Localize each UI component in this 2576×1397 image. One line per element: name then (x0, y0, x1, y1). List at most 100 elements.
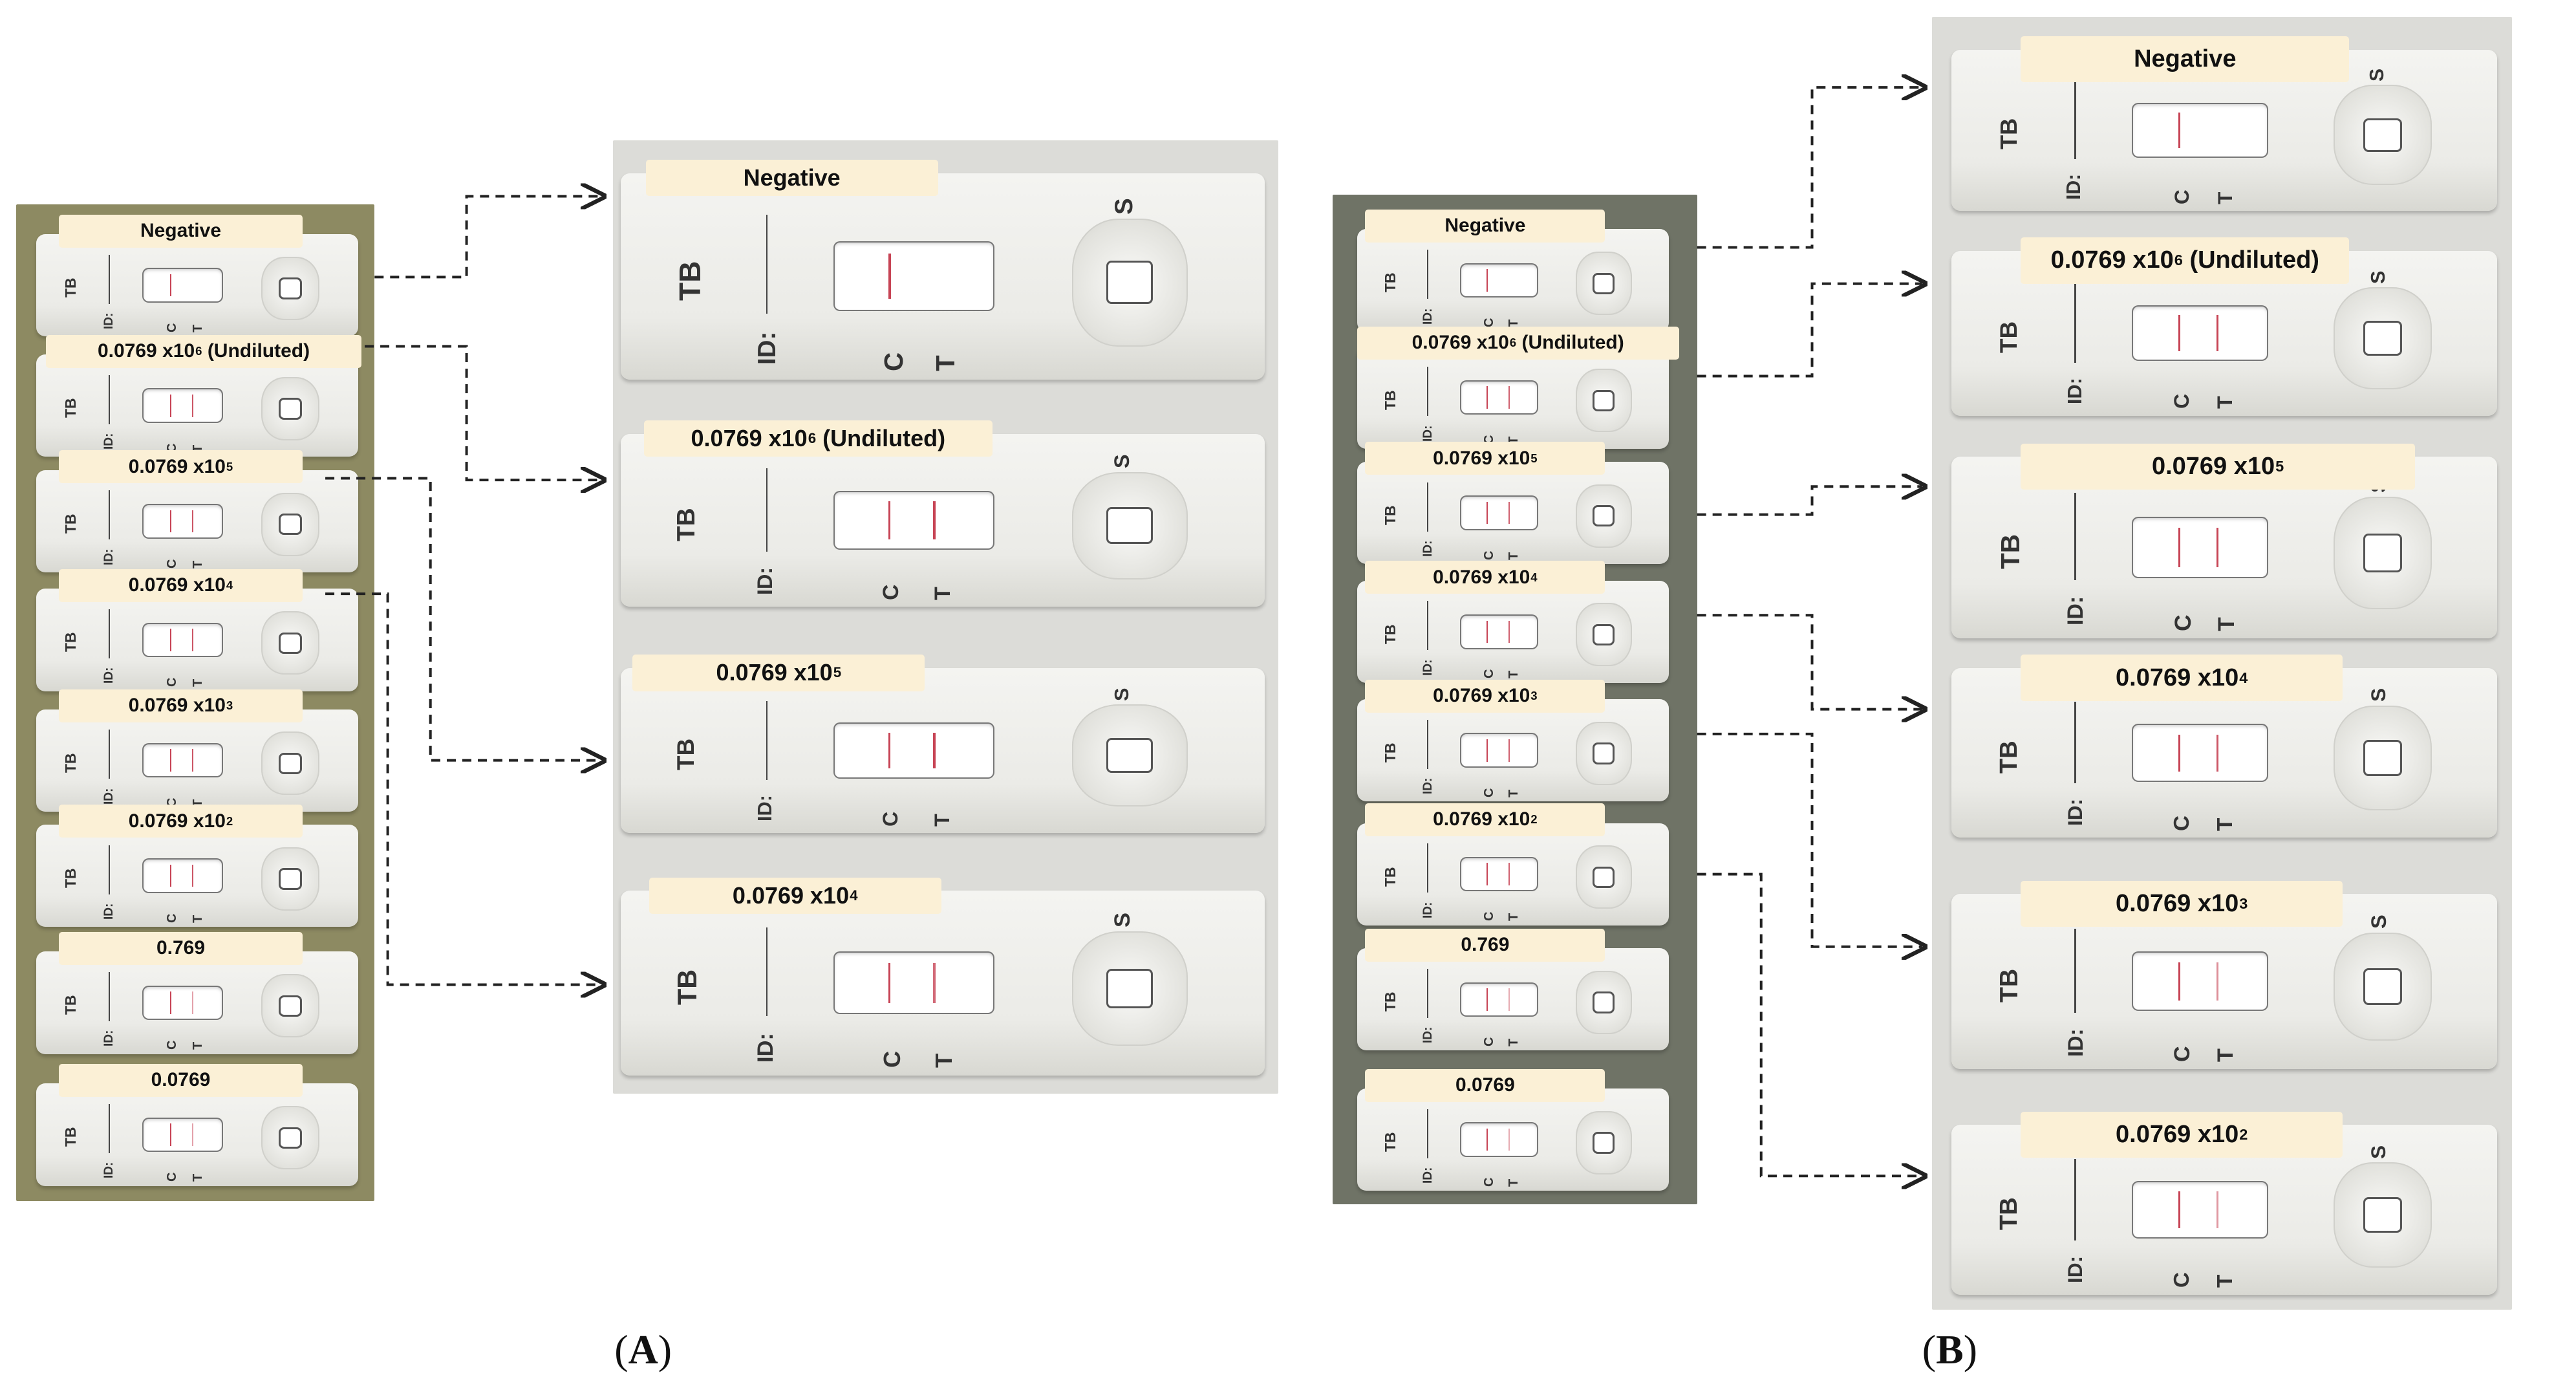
concentration-label: 0.769 (1365, 928, 1605, 962)
label-exponent: 5 (2275, 458, 2284, 475)
test-line (192, 1123, 194, 1146)
control-line (2178, 734, 2180, 772)
sample-port (2363, 320, 2403, 356)
result-window (142, 388, 223, 424)
result-window (142, 1117, 223, 1153)
label-base: Negative (2134, 45, 2237, 73)
id-line (2074, 81, 2076, 160)
label-base: 0.0769 x10 (1433, 447, 1530, 469)
id-line (2074, 702, 2076, 784)
control-line (169, 864, 171, 887)
sample-well (2333, 705, 2432, 811)
sample-port (1592, 866, 1615, 888)
sample-well (1071, 704, 1188, 807)
test-line (2216, 315, 2218, 351)
label-exponent: 2 (2239, 1126, 2248, 1143)
control-line (169, 749, 171, 772)
caption-close-paren: ) (1963, 1327, 1978, 1373)
label-base: Negative (140, 220, 222, 242)
result-window (142, 503, 223, 539)
test-line (2216, 1191, 2218, 1229)
result-window (1460, 856, 1538, 892)
id-line (108, 1104, 110, 1153)
sample-port (1592, 505, 1615, 527)
id-line (108, 730, 110, 779)
control-line (169, 274, 171, 297)
test-line (2216, 962, 2218, 1001)
test-line (192, 510, 194, 533)
test-line (192, 991, 194, 1014)
control-line (888, 254, 891, 299)
label-exponent: 2 (1530, 812, 1538, 827)
label-base: 0.0769 x10 (97, 340, 195, 362)
control-line (1487, 501, 1488, 525)
label-base: 0.0769 x10 (1433, 566, 1530, 588)
label-base: 0.0769 x10 (2116, 1121, 2239, 1148)
sample-well (2333, 497, 2432, 610)
test-line (933, 732, 936, 769)
result-window (2131, 724, 2268, 782)
result-window (1460, 495, 1538, 530)
sample-well (261, 256, 320, 320)
result-window (142, 858, 223, 893)
concentration-label: Negative (645, 160, 938, 197)
id-line (1427, 719, 1429, 769)
result-window (142, 742, 223, 778)
result-window (833, 491, 995, 550)
control-line (888, 962, 891, 1003)
control-line (2178, 1191, 2180, 1229)
control-line (169, 1123, 171, 1146)
label-exponent: 3 (2239, 894, 2248, 912)
label-base: 0.0769 x10 (2050, 246, 2174, 274)
label-exponent: 6 (1509, 336, 1517, 350)
label-suffix: (Undiluted) (1516, 332, 1624, 354)
test-line (192, 749, 194, 772)
label-base: 0.0769 x10 (2116, 664, 2239, 691)
arrow-a-1e4 (325, 592, 601, 984)
label-base: 0.0769 x10 (732, 882, 850, 909)
caption-letter: A (628, 1327, 658, 1373)
result-window (2131, 516, 2268, 579)
label-exponent: 4 (2239, 669, 2248, 686)
label-base: 0.0769 x10 (716, 659, 833, 686)
concentration-label: Negative (2021, 36, 2350, 83)
control-line (1487, 269, 1488, 292)
label-exponent: 4 (1530, 570, 1538, 584)
test-line (1508, 386, 1510, 409)
sample-well (1575, 845, 1632, 909)
result-window (1460, 733, 1538, 768)
control-line (2178, 315, 2180, 351)
label-base: 0.769 (156, 937, 206, 959)
sample-well (261, 847, 320, 911)
concentration-label: Negative (59, 214, 303, 248)
id-line (108, 609, 110, 658)
sample-well (1575, 484, 1632, 548)
sample-port (2363, 118, 2403, 153)
sample-port (1592, 991, 1615, 1013)
sample-port (279, 277, 303, 299)
sample-port (279, 398, 303, 420)
test-line (933, 962, 936, 1003)
control-line (1487, 863, 1488, 885)
sample-port (279, 632, 303, 654)
test-line (1508, 739, 1510, 762)
sample-well (261, 492, 320, 556)
test-line (1508, 620, 1510, 643)
control-line (169, 991, 171, 1014)
